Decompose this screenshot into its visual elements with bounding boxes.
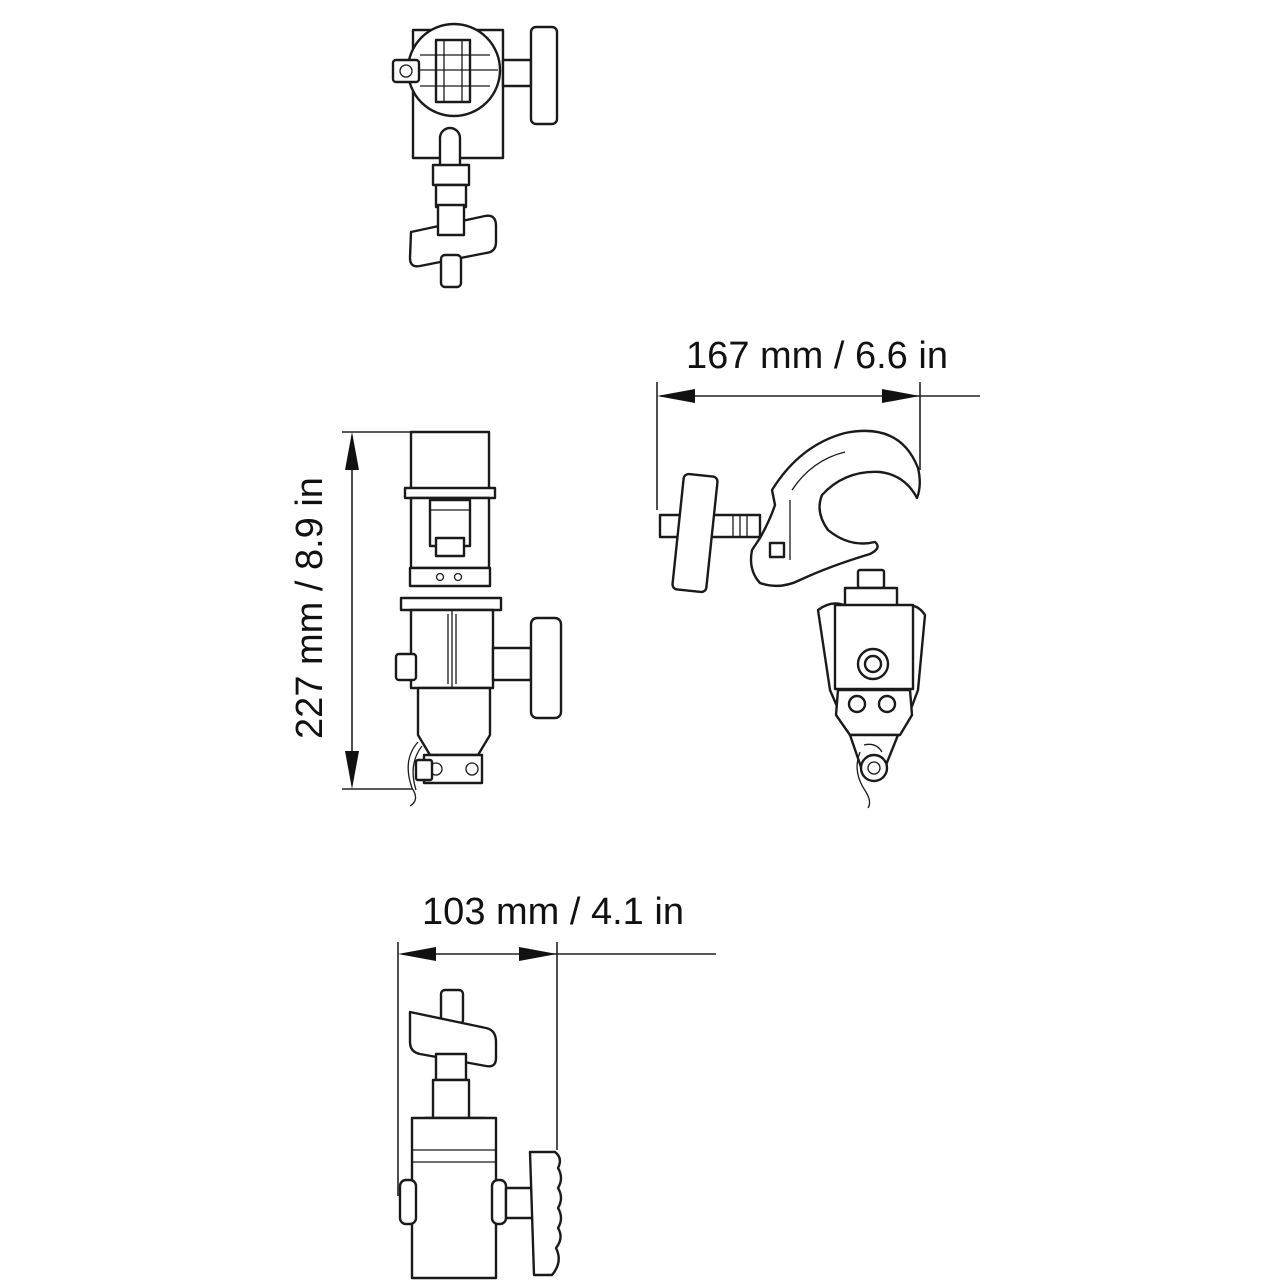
height-dimension xyxy=(342,431,412,790)
bottom-width-dimension xyxy=(397,942,716,1196)
hook-width-dimension xyxy=(656,382,980,510)
side-view xyxy=(394,430,563,807)
hook-width-label: 167 mm / 6.6 in xyxy=(686,335,948,377)
height-label: 227 mm / 8.9 in xyxy=(289,477,331,739)
top-view xyxy=(391,22,559,289)
hook-view xyxy=(658,429,927,809)
bottom-view xyxy=(398,988,563,1280)
bottom-width-label: 103 mm / 4.1 in xyxy=(422,891,684,933)
